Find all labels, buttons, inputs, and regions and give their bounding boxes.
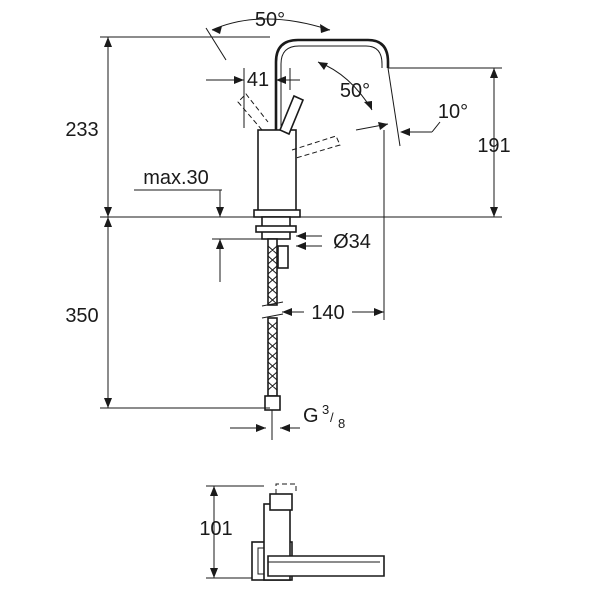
dim-thread-g: G (303, 405, 319, 427)
hose-break-mark (261, 301, 284, 319)
dim-angle-spout: 50° (340, 80, 370, 102)
flex-hose-upper (267, 238, 278, 306)
dim-thread-num: 3 (322, 402, 329, 417)
threaded-connector (277, 245, 289, 269)
mounting-washer (255, 225, 297, 233)
dim-max-thickness: max.30 (143, 167, 209, 189)
dim-50-top-arc (211, 18, 331, 31)
hose-braid (267, 245, 278, 391)
flex-hose-lower (267, 317, 278, 397)
faucet-side-view (100, 38, 502, 440)
dim-spout-height: 191 (477, 135, 510, 157)
faucet-top-view: 101 (199, 483, 385, 581)
top-view-lever (269, 493, 293, 511)
dim-reach: 140 (311, 302, 344, 324)
faucet-base-plate (253, 209, 301, 218)
lever-alt-left (237, 93, 269, 131)
spout-outer (274, 38, 390, 130)
spout-inner (280, 45, 383, 130)
dim-angle-top: 50° (255, 9, 285, 31)
lever-handle (278, 94, 305, 136)
dim-spout-width: 41 (247, 69, 269, 91)
lever-alt-right (291, 135, 341, 159)
top-view-spout (267, 555, 385, 577)
dim-angle-small: 10° (438, 101, 468, 123)
dim-hole-diameter: Ø34 (333, 231, 371, 253)
top-view-lever-alt (275, 483, 297, 494)
dim-base-height: 101 (199, 518, 232, 540)
dim-thread-den: 8 (338, 416, 345, 431)
faucet-body (257, 129, 297, 213)
dim-total-height: 233 (65, 119, 98, 141)
dim-thread-slash: / (330, 410, 334, 425)
dimension-lines: 233 191 50° 41 50° 10° (65, 9, 511, 432)
dim-hose-length: 350 (65, 305, 98, 327)
